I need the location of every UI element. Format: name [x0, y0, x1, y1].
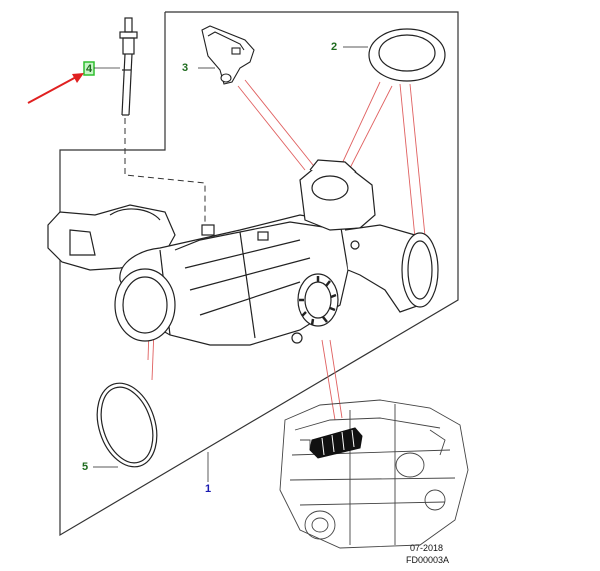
red-pointer-arrow: [27, 73, 84, 104]
leader-lines: [147, 79, 426, 421]
callout-4-highlight: [83, 61, 95, 76]
callout-3[interactable]: 3: [182, 62, 189, 74]
engine-view-highlight-ribs: [321, 429, 355, 456]
callout-4[interactable]: 4: [86, 63, 93, 75]
frame-outline: [59, 11, 459, 537]
bolt-part-4[interactable]: [119, 17, 138, 116]
sensor-part-3[interactable]: [198, 25, 255, 85]
engine-view-highlighted-part: [309, 427, 363, 459]
callout-5[interactable]: 5: [82, 461, 89, 473]
callout-2[interactable]: 2: [331, 41, 338, 53]
callout-1[interactable]: 1: [205, 483, 212, 495]
diagram-date: 07-2018: [410, 543, 444, 553]
gasket-part-2[interactable]: [343, 28, 446, 82]
diagram-code: FD00003A: [406, 555, 450, 565]
gear-ring-segments: [299, 276, 337, 326]
engine-location-view: [279, 399, 469, 549]
throttle-body-assembly-part-1[interactable]: [47, 159, 439, 346]
o-ring-part-5[interactable]: [87, 375, 167, 474]
